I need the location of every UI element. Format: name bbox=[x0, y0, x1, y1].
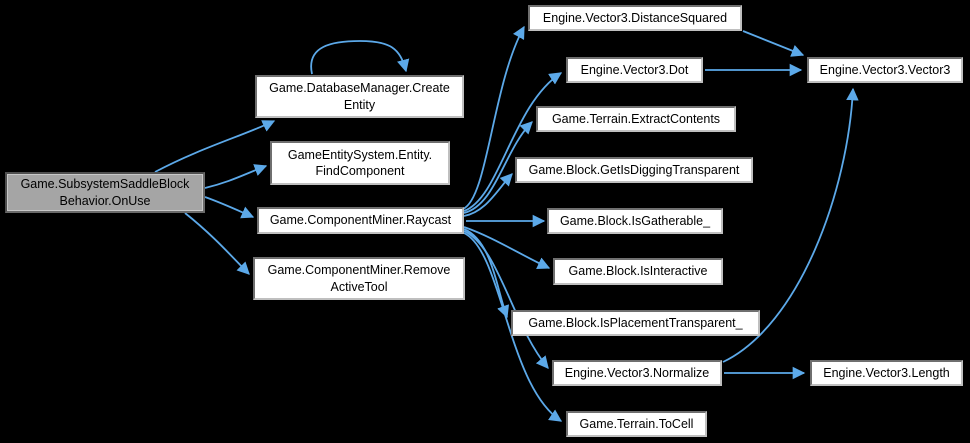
edge-raycast-to-normalize bbox=[463, 230, 549, 369]
edge-raycast-to-is-interactive bbox=[463, 226, 551, 269]
node-block-get-is-digging-transparent[interactable]: Game.Block.GetIsDiggingTransparent bbox=[515, 157, 753, 183]
node-component-miner-raycast[interactable]: Game.ComponentMiner.Raycast bbox=[257, 207, 464, 234]
node-vector3-normalize[interactable]: Engine.Vector3.Normalize bbox=[552, 360, 722, 386]
edge-create-entity-self-loop bbox=[310, 40, 410, 75]
edge-normalize-to-vector3 bbox=[722, 87, 859, 363]
edge-onuse-to-find-component bbox=[204, 164, 268, 189]
edge-onuse-to-remove-active-tool bbox=[184, 212, 250, 275]
node-block-is-gatherable[interactable]: Game.Block.IsGatherable_ bbox=[547, 208, 723, 234]
edge-raycast-to-distance-squared bbox=[462, 25, 525, 210]
node-vector3-length[interactable]: Engine.Vector3.Length bbox=[810, 360, 963, 386]
edge-raycast-to-to-cell bbox=[463, 232, 563, 422]
edge-raycast-to-is-placement-transparent bbox=[463, 228, 510, 319]
edge-raycast-to-dot bbox=[463, 72, 563, 212]
node-component-miner-remove-active-tool[interactable]: Game.ComponentMiner.Remove ActiveTool bbox=[253, 257, 465, 300]
node-vector3-dot[interactable]: Engine.Vector3.Dot bbox=[566, 57, 703, 83]
node-block-is-interactive[interactable]: Game.Block.IsInteractive bbox=[553, 258, 723, 285]
node-vector3-constructor[interactable]: Engine.Vector3.Vector3 bbox=[807, 57, 963, 83]
node-terrain-extract-contents[interactable]: Game.Terrain.ExtractContents bbox=[536, 106, 736, 132]
edge-raycast-to-extract-contents bbox=[463, 121, 533, 214]
node-vector3-distance-squared[interactable]: Engine.Vector3.DistanceSquared bbox=[528, 5, 742, 31]
edge-raycast-to-get-is-digging-transparent bbox=[463, 173, 513, 217]
edge-onuse-to-raycast bbox=[204, 196, 255, 219]
node-subsystem-saddleblock-behavior-onuse: Game.SubsystemSaddleBlock Behavior.OnUse bbox=[5, 172, 205, 213]
node-database-manager-create-entity[interactable]: Game.DatabaseManager.Create Entity bbox=[255, 75, 464, 118]
edge-distance-squared-to-vector3 bbox=[742, 30, 805, 57]
edge-onuse-to-create-entity bbox=[154, 120, 276, 173]
node-block-is-placement-transparent[interactable]: Game.Block.IsPlacementTransparent_ bbox=[511, 310, 760, 336]
node-terrain-to-cell[interactable]: Game.Terrain.ToCell bbox=[566, 411, 707, 437]
node-entity-find-component[interactable]: GameEntitySystem.Entity. FindComponent bbox=[270, 141, 450, 185]
